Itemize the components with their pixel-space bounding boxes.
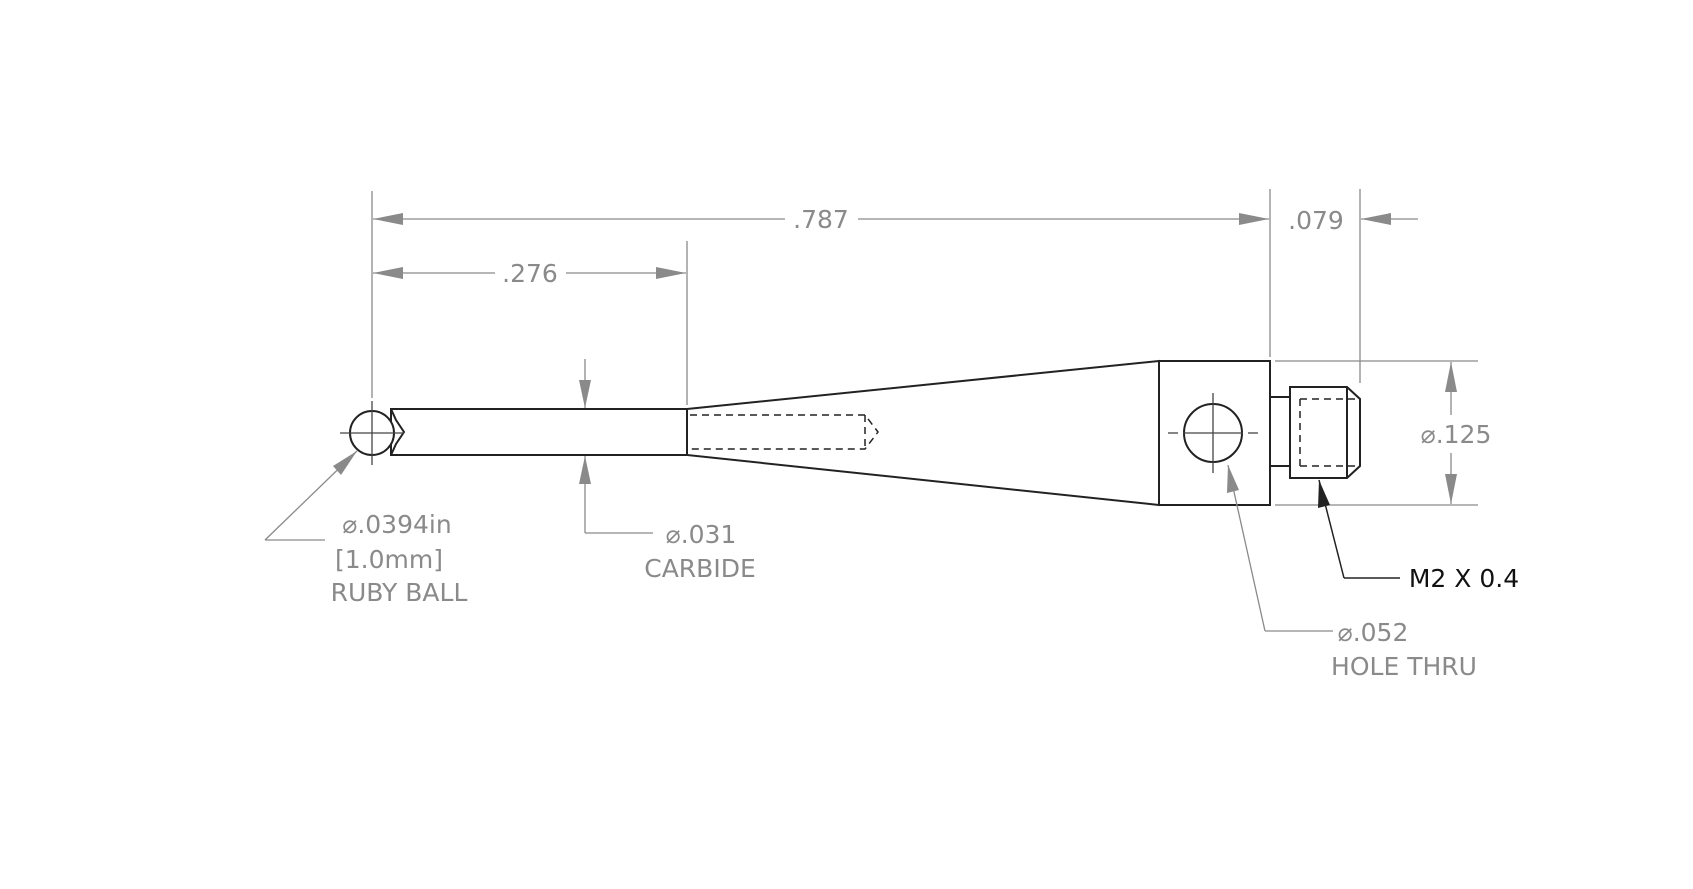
arrow-787-left [373,213,403,225]
carbide-stem [390,408,688,456]
arrow-276-left [373,267,403,279]
ruby-ball-diameter-in: ⌀.0394in [342,510,451,539]
arrow-031-top [579,380,591,408]
arrow-079-right [1361,213,1391,225]
thread-neck [1270,396,1291,467]
thread-spec: M2 X 0.4 [1409,564,1519,593]
ruby-ball-label: RUBY BALL [331,578,468,607]
ball-stem-join [390,408,406,456]
arrow-125-bottom [1445,474,1457,504]
stem-diameter: ⌀.031 [666,520,737,549]
hole-note: HOLE THRU [1331,652,1477,681]
arrow-787-right [1239,213,1269,225]
arrow-hole [1227,465,1239,493]
arrow-thread [1318,480,1330,508]
callout-layer: ⌀.0394in [1.0mm] RUBY BALL ⌀.031 CARBIDE… [264,450,1519,681]
dimension-layer: .787 .276 .079 ⌀.125 [371,189,1492,534]
dimension-276: .276 [502,259,558,288]
hidden-bore [690,414,879,450]
dimension-079: .079 [1288,206,1344,235]
arrow-ruby-ball [333,451,357,475]
dimension-787: .787 [793,205,849,234]
stylus-part [340,359,1361,507]
tapered-body [686,359,1160,507]
hole-diameter: ⌀.052 [1338,618,1409,647]
ruby-ball-diameter-mm: [1.0mm] [335,545,443,574]
arrow-125-top [1445,362,1457,392]
leader-hole [1227,464,1266,632]
stem-material: CARBIDE [644,554,756,583]
dimension-125: ⌀.125 [1421,420,1492,449]
arrow-031-bottom [579,456,591,484]
arrow-276-right [656,267,686,279]
